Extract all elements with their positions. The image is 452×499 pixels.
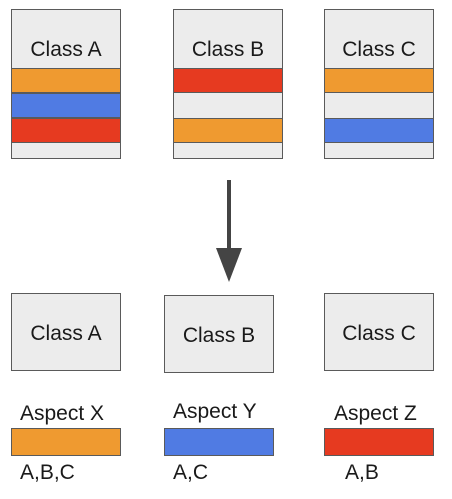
top-class-b-title: Class B (191, 38, 265, 61)
top-class-b-stripe-orange (174, 118, 282, 143)
top-class-c-title: Class C (342, 38, 416, 61)
bottom-class-b-box: Class B (164, 295, 274, 373)
aspect-z-swatch (324, 428, 434, 456)
aspect-y-name: Aspect Y (173, 400, 257, 423)
bottom-class-b-title: Class B (182, 324, 256, 347)
top-class-a-stripe-red (12, 118, 120, 143)
aspect-y-applies-to: A,C (173, 461, 209, 484)
bottom-class-c-box: Class C (324, 293, 434, 371)
aspect-x-name: Aspect X (20, 402, 105, 425)
top-class-a-title: Class A (30, 38, 102, 61)
aspect-x-applies-to: A,B,C (20, 461, 75, 484)
arrow-head (216, 248, 242, 282)
bottom-class-c-title: Class C (342, 322, 416, 345)
top-class-a-box: Class A (11, 9, 121, 159)
aspect-z-name: Aspect Z (334, 402, 417, 425)
top-class-a-stripe-orange (12, 68, 120, 93)
bottom-class-a-box: Class A (11, 293, 121, 371)
bottom-class-a-title: Class A (30, 322, 102, 345)
top-class-c-box: Class C (324, 9, 434, 159)
top-class-a-stripe-blue (12, 93, 120, 118)
top-class-c-stripe-blue (325, 118, 433, 143)
top-class-c-stripe-orange (325, 68, 433, 93)
aspect-x-swatch (11, 428, 121, 456)
aspect-y-swatch (164, 428, 274, 456)
aspect-z-applies-to: A,B (345, 461, 379, 484)
top-class-b-stripe-red (174, 68, 282, 93)
top-class-b-box: Class B (173, 9, 283, 159)
